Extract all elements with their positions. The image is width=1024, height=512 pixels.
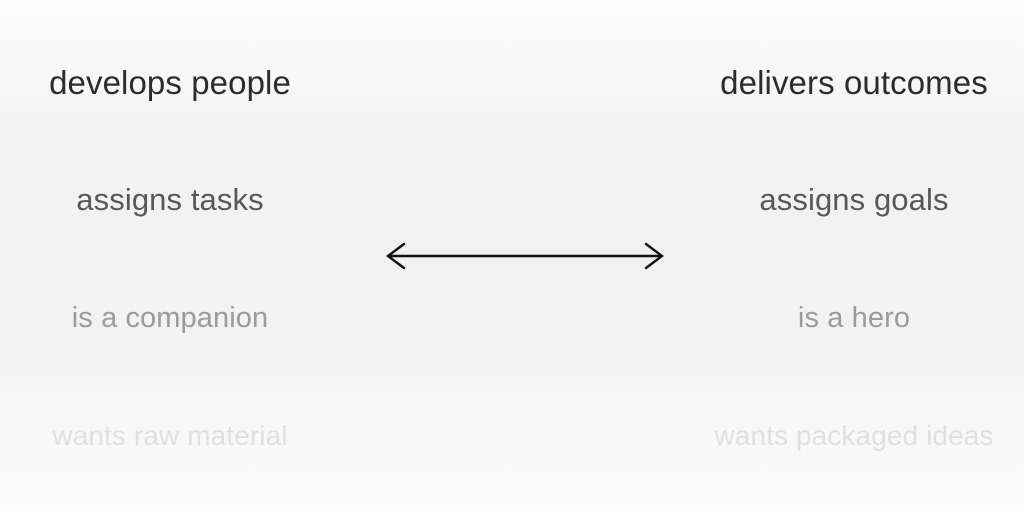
pole-left-cell: wants raw material: [0, 408, 340, 464]
spectrum-row: wants raw material wants packaged ideas: [0, 408, 1024, 464]
double-arrow-icon: [386, 242, 664, 270]
right-pole-label-3: is a hero: [797, 301, 911, 334]
left-pole-label-3: is a companion: [71, 301, 269, 334]
spectrum-row: assigns tasks assigns goals: [0, 171, 1024, 227]
pole-right-cell: assigns goals: [684, 171, 1024, 227]
pole-left-cell: assigns tasks: [0, 171, 340, 227]
left-pole-label-1: develops people: [49, 63, 291, 101]
right-pole-label-2: assigns goals: [759, 181, 949, 217]
spectrum-row: develops people delivers outcomes: [0, 54, 1024, 110]
right-pole-label-1: delivers outcomes: [720, 63, 988, 101]
pole-left-cell: is a companion: [0, 290, 340, 346]
left-pole-label-4: wants raw material: [52, 420, 288, 451]
right-pole-label-4: wants packaged ideas: [714, 420, 994, 451]
pole-left-cell: develops people: [0, 54, 340, 110]
spectrum-axis: [384, 238, 666, 272]
pole-right-cell: wants packaged ideas: [684, 408, 1024, 464]
left-pole-label-2: assigns tasks: [76, 181, 264, 217]
pole-right-cell: is a hero: [684, 290, 1024, 346]
spectrum-row: is a companion is a hero: [0, 290, 1024, 346]
pole-right-cell: delivers outcomes: [684, 54, 1024, 110]
